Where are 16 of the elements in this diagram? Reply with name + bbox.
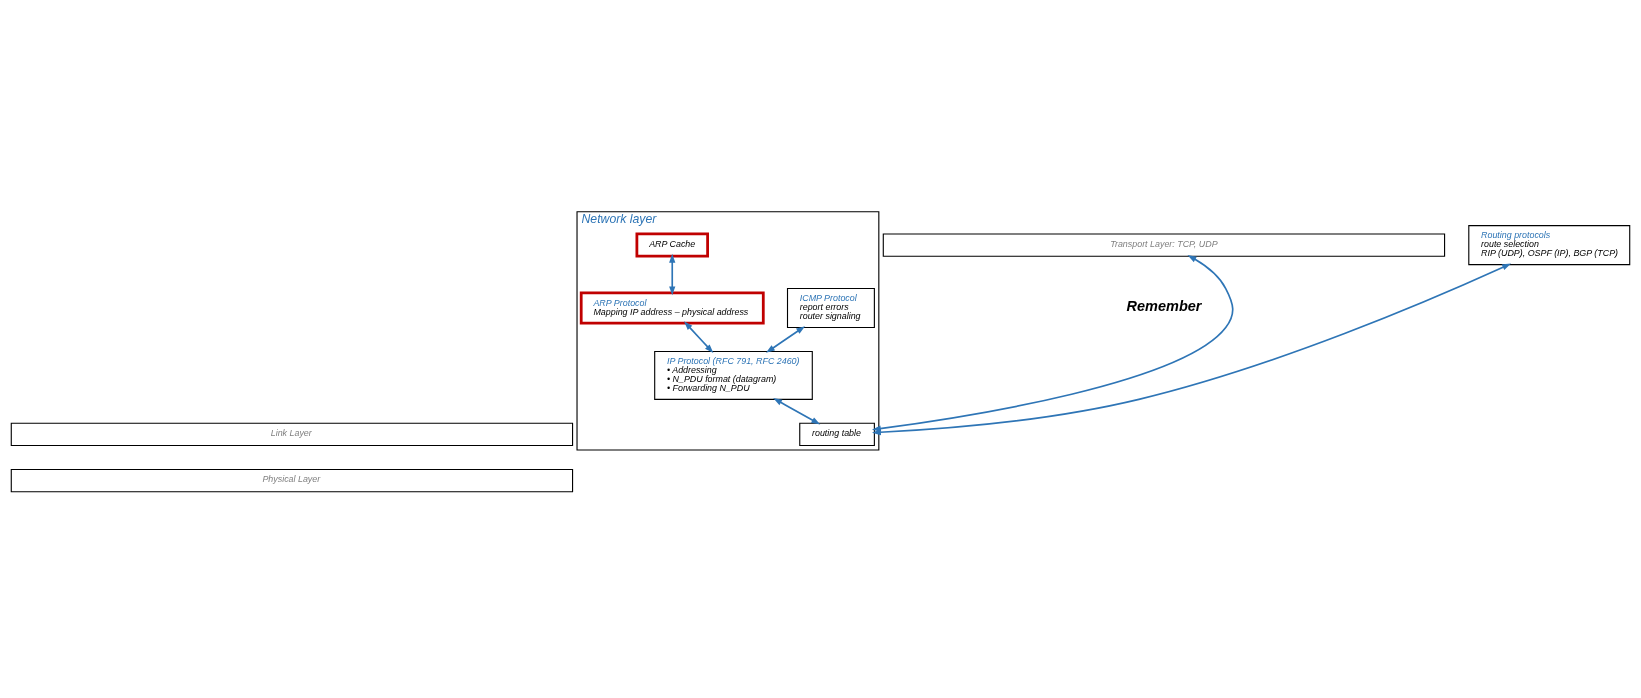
node-box: routing table — [799, 422, 875, 446]
node-box: Physical Layer — [10, 468, 574, 492]
arrow — [683, 320, 714, 353]
node-box: ICMP Protocol report errors router signaling — [786, 287, 875, 328]
node-box: ARP Cache — [635, 232, 709, 258]
node-box: ARP Protocol Mapping IP address – physical address — [579, 291, 765, 324]
node-box: Routing protocols route selection RIP (UDP), OSPF (IP), BGP (TCP) — [1468, 224, 1631, 265]
label: Remember — [1126, 297, 1202, 314]
arrow — [765, 325, 806, 353]
node-box: Transport Layer: TCP, UDP — [882, 232, 1446, 257]
arrow — [773, 397, 821, 424]
node-box: Link Layer — [10, 422, 574, 446]
arrow — [669, 253, 676, 295]
arrow — [871, 254, 1234, 432]
node-box: IP Protocol (RFC 791, RFC 2460) • Addressing • N_PDU format (datagram) • Forwarding N_PDU — [654, 350, 813, 400]
arrow — [872, 263, 1512, 435]
